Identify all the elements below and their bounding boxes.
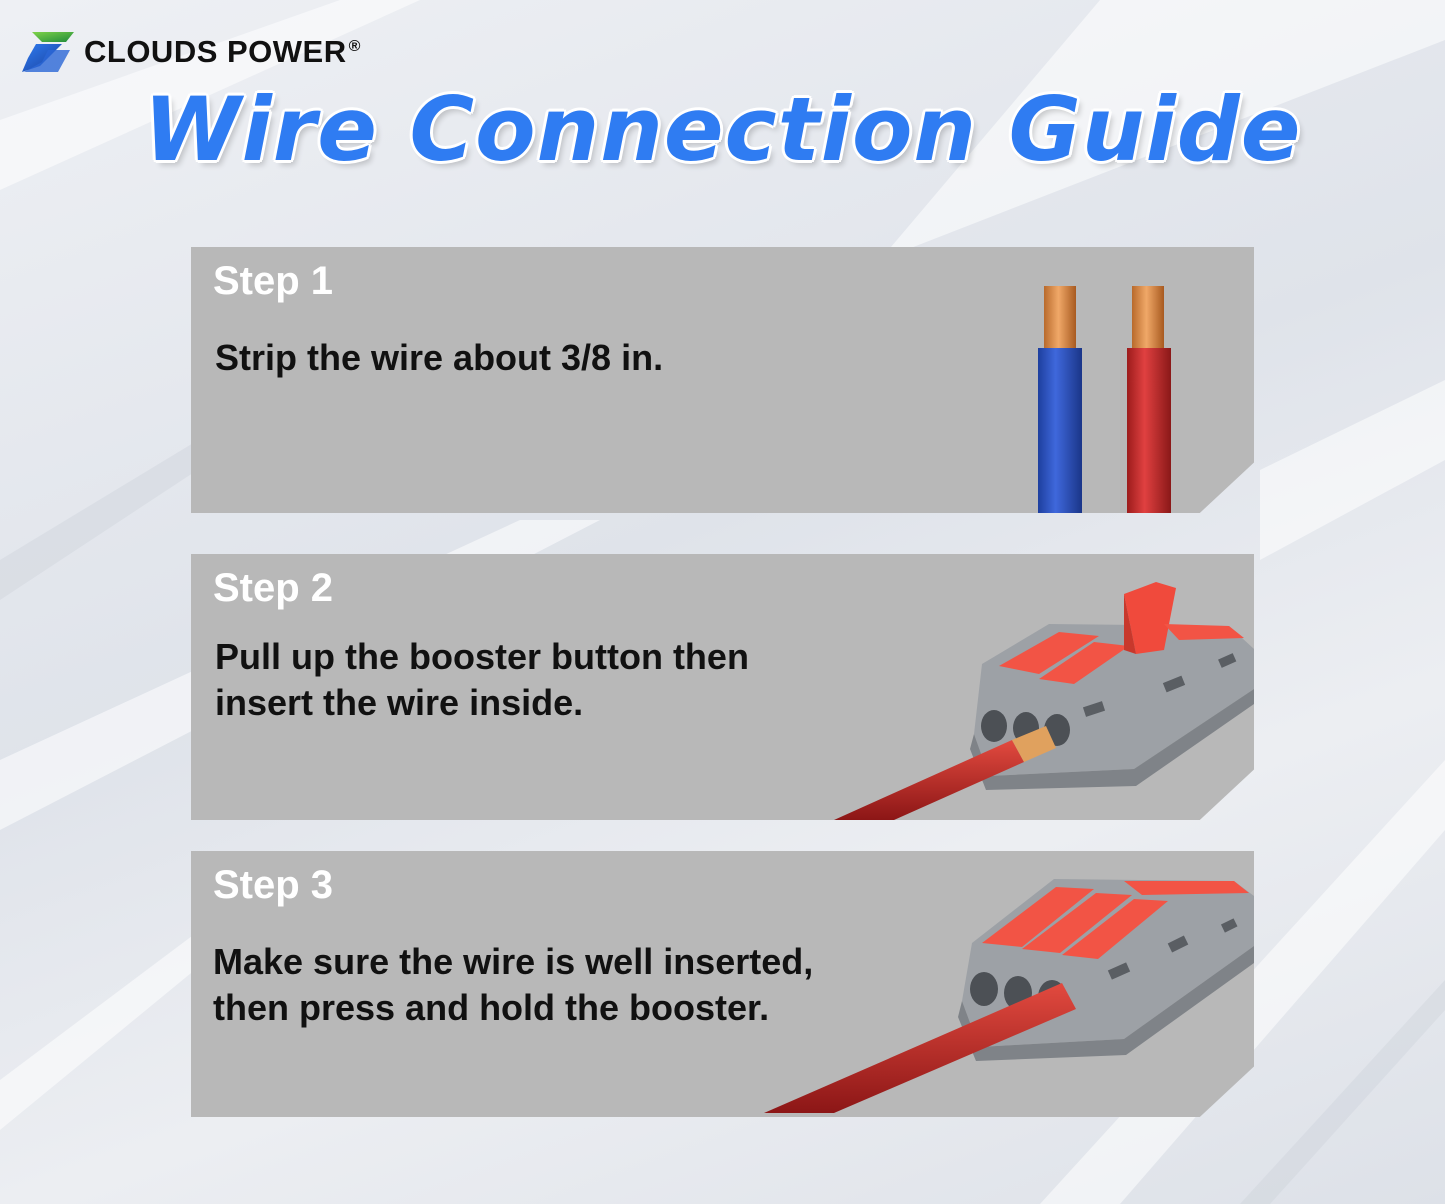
step-label: Step 1 [213,259,334,303]
connector-lever-down-icon [764,879,1254,1113]
instruction-line: Pull up the booster button then [215,636,749,677]
step-instruction: Pull up the booster button then insert t… [215,634,895,726]
stripped-wires-icon [1038,286,1171,513]
connector-lever-up-icon [834,582,1254,820]
instruction-line: then press and hold the booster. [213,987,770,1028]
instruction-line: Strip the wire about 3/8 in. [215,337,664,378]
step-label: Step 2 [213,566,334,610]
cp-logo-icon [22,32,74,72]
brand-header: CLOUDS POWER® [18,28,361,76]
step-instruction: Strip the wire about 3/8 in. [215,335,895,381]
instruction-line: Make sure the wire is well inserted, [213,941,814,982]
step-card-3: Step 3 Make sure the wire is well insert… [191,851,1254,1117]
registered-mark: ® [348,37,361,55]
step-instruction: Make sure the wire is well inserted, the… [213,939,933,1031]
step-card-2: Step 2 Pull up the booster button then i… [191,554,1254,820]
step-label: Step 3 [213,863,334,907]
brand-name: CLOUDS POWER® [84,34,361,69]
step-card-1: Step 1 Strip the wire about 3/8 in. [191,247,1254,513]
page-title: Wire Connection Guide [143,78,1302,181]
instruction-line: insert the wire inside. [215,682,584,723]
